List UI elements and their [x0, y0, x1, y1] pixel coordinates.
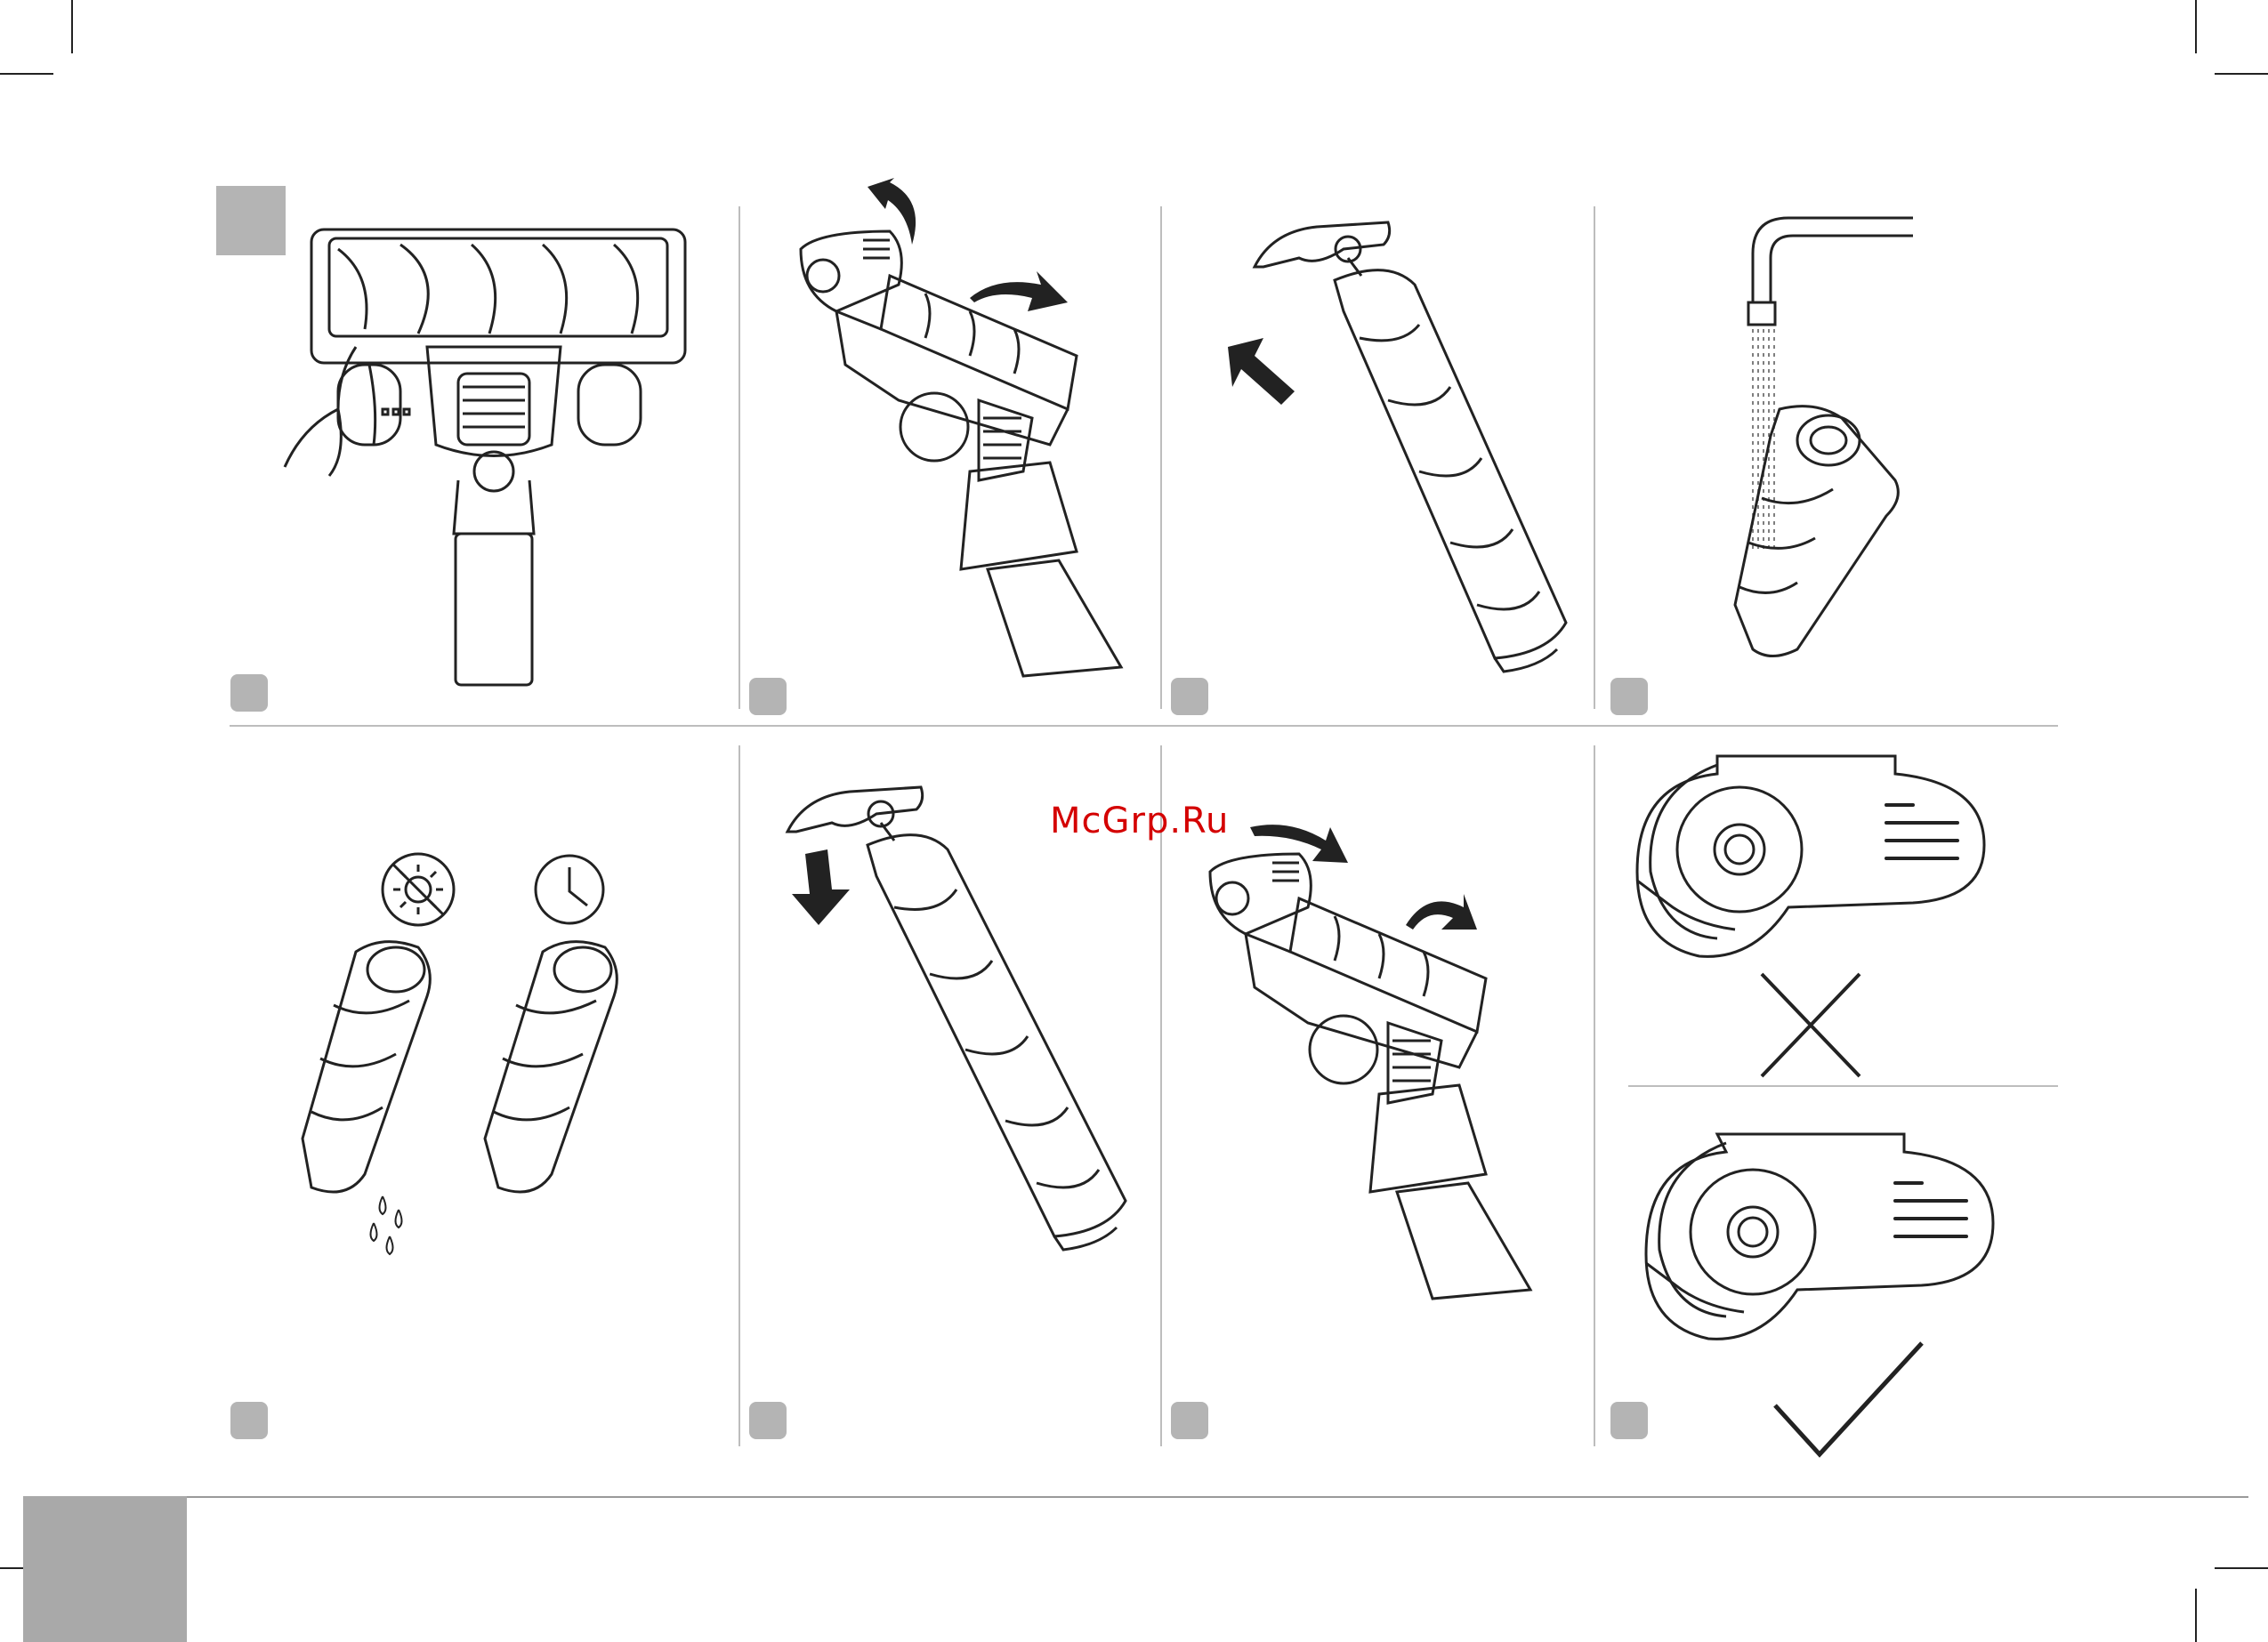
crop-mark	[2195, 0, 2197, 53]
roller-dry-no-sun-illustration	[285, 845, 658, 1263]
footer-divider	[187, 1496, 2248, 1498]
crop-mark	[2215, 1567, 2268, 1569]
step-badge	[1171, 678, 1208, 715]
row-divider	[230, 725, 2058, 727]
water-drops-icon	[371, 1196, 402, 1254]
step-badge	[749, 1402, 787, 1439]
brush-cover-open-illustration	[783, 178, 1157, 694]
panel-divider	[1160, 206, 1162, 709]
page-tab	[23, 1496, 187, 1642]
panel-divider	[1594, 206, 1595, 709]
roller-insert-illustration	[783, 783, 1139, 1263]
step-badge	[230, 1402, 268, 1439]
cover-fit-check-illustration	[1628, 747, 2002, 1459]
step-badge	[1171, 1402, 1208, 1439]
roller-wash-tap-illustration	[1717, 213, 1922, 676]
check-mark-icon	[1775, 1343, 1922, 1454]
panel-divider	[1160, 745, 1162, 1446]
panel-divider	[739, 206, 740, 709]
clock-icon	[536, 856, 603, 923]
step-badge	[1610, 678, 1648, 715]
step-badge	[749, 678, 787, 715]
step-badge	[230, 674, 268, 712]
crop-mark	[0, 73, 53, 75]
cross-mark-icon	[1762, 974, 1860, 1076]
crop-mark	[2215, 73, 2268, 75]
panel-divider	[739, 745, 740, 1446]
watermark: McGrp.Ru	[1050, 801, 1229, 841]
brush-cover-close-illustration	[1201, 801, 1575, 1299]
roller-remove-illustration	[1237, 213, 1593, 685]
crop-mark	[2195, 1589, 2197, 1642]
crop-mark	[71, 0, 73, 53]
floor-brush-release-button-illustration	[267, 222, 712, 694]
panel-divider	[1594, 745, 1595, 1446]
no-sun-icon	[383, 854, 454, 925]
